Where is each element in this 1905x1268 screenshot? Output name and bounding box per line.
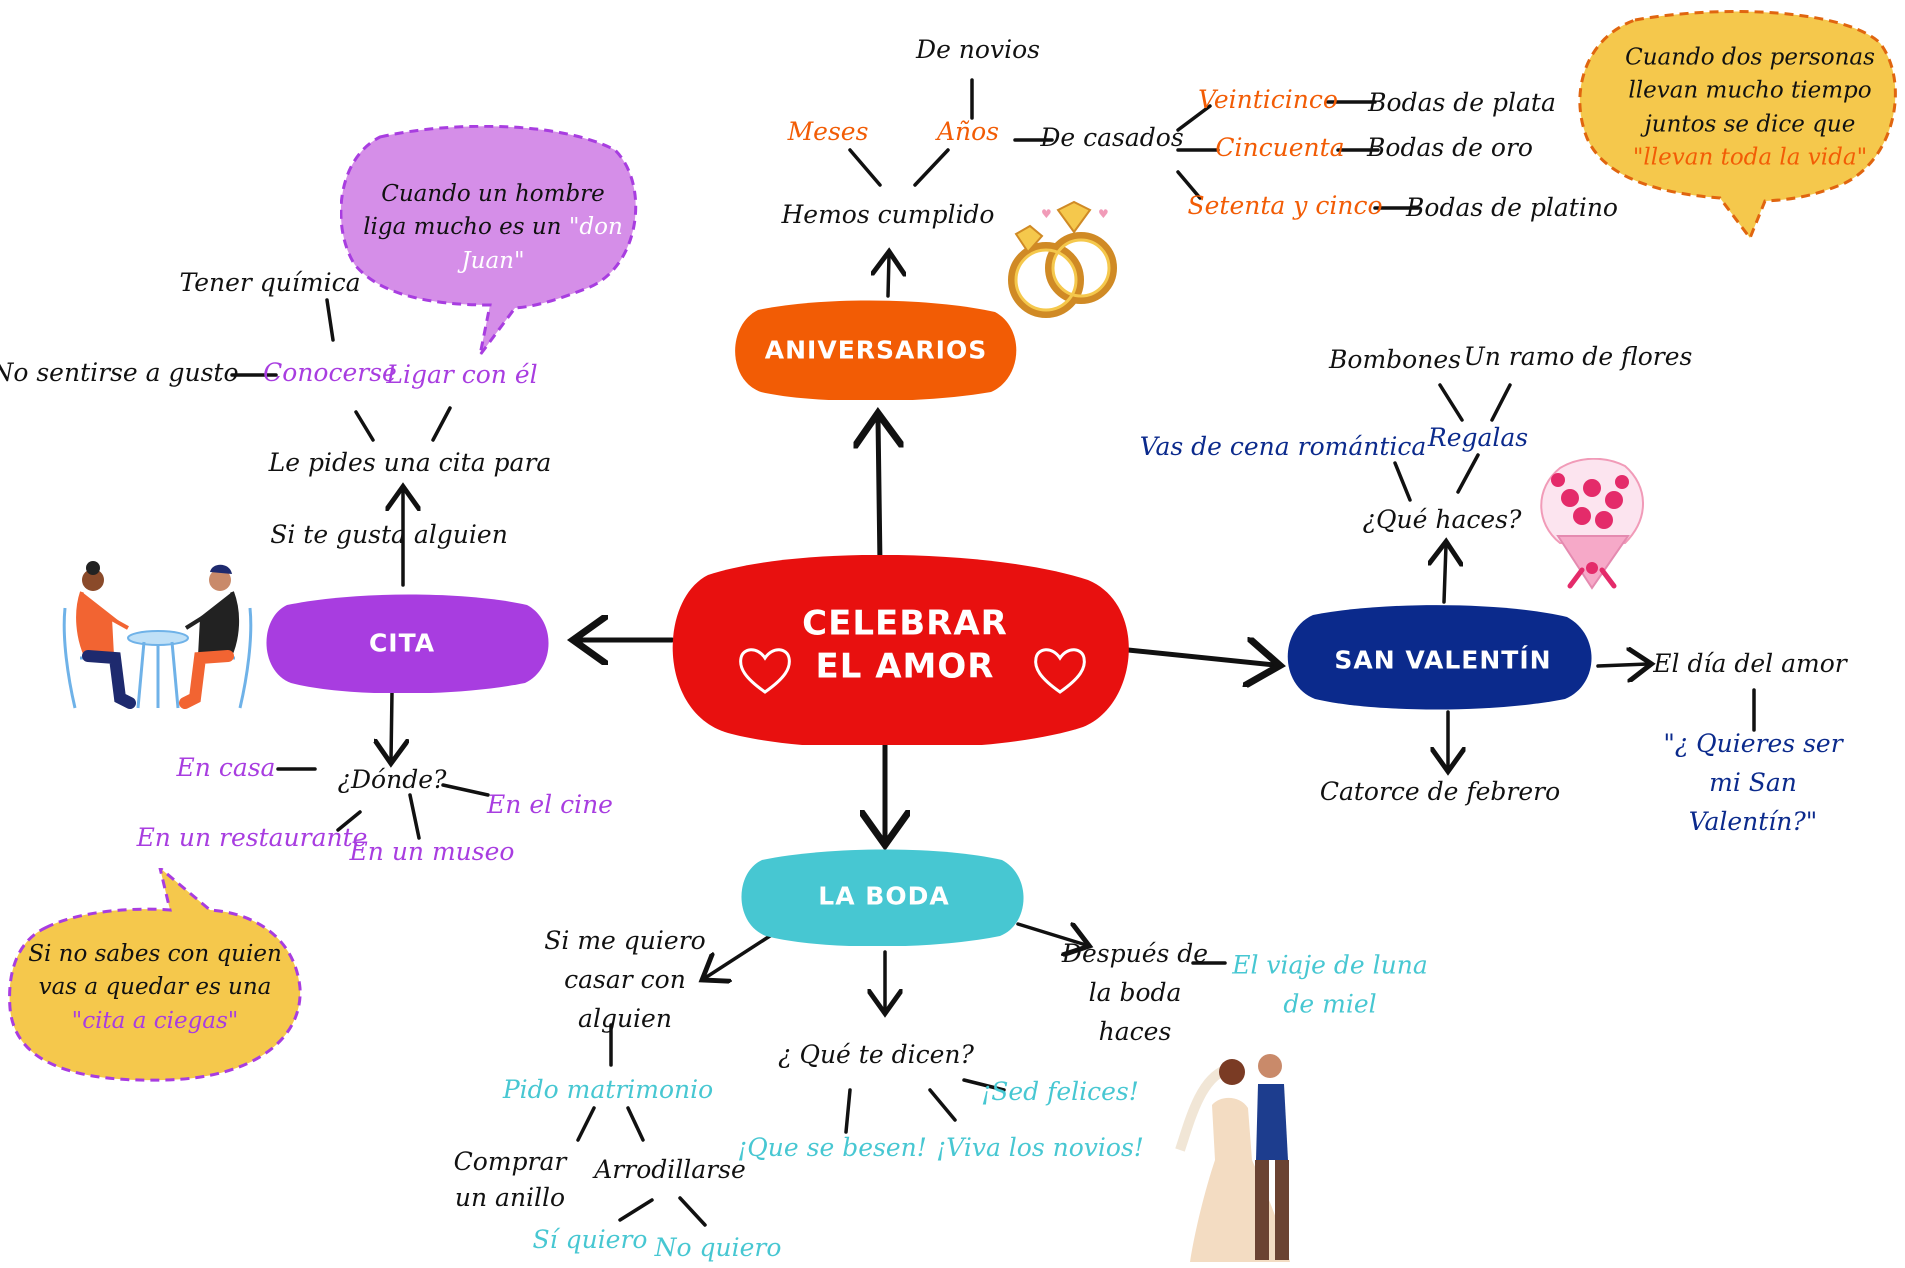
de-casados-label: De casados [1040,123,1184,152]
cita-blob-shape [266,594,549,693]
toda-la-vida-bubble-shape [1578,10,1897,240]
center-blob-shape [672,555,1129,745]
don-juan-bubble: Cuando un hombre liga mucho es un "don J… [363,180,623,274]
si-te-gusta-label: Si te gusta alguien [270,520,508,549]
bombones-label: Bombones [1329,345,1461,374]
de-novios-label: De novios [916,35,1040,64]
no-quiero-label: No quiero [654,1233,782,1262]
arrodillarse-label: Arrodillarse [594,1155,746,1184]
hemos-cumplido-label: Hemos cumplido [781,200,995,229]
comprar-anillo-label: Comprar un anillo [453,1146,567,1212]
ramo-flores-label: Un ramo de flores [1463,342,1693,371]
en-el-cine-label: En el cine [487,790,613,819]
veinticinco-label: Veinticinco [1198,85,1338,114]
valentin-blob-shape [1287,605,1592,710]
cita-node: CITA [368,628,436,658]
boda-node: LA BODA [818,881,950,911]
anos-label: Años [936,117,1000,146]
boda-blob-shape [741,849,1024,946]
dia-del-amor-label: El día del amor [1653,649,1847,678]
heart-icon [739,648,791,694]
center-title: CELEBRAR EL AMOR [802,603,1008,687]
que-te-dicen-label: ¿ Qué te dicen? [778,1040,974,1069]
don-juan-bubble-shape [340,125,638,356]
svg-text:♥: ♥ [1041,207,1052,221]
donde-label: ¿Dónde? [337,765,447,794]
bodas-de-platino-label: Bodas de platino [1406,193,1618,222]
regalas-label: Regalas [1427,423,1529,452]
pido-matrimonio-label: Pido matrimonio [502,1075,714,1104]
conocerse-label: Conocerse [263,358,397,387]
si-quiero-label: Sí quiero [532,1225,648,1254]
cita-ciegas-bubble-shape [8,868,302,1082]
cita-ciegas-bubble: Si no sabes con quien vas a quedar es un… [28,940,282,1034]
bouquet-icon [1540,458,1644,590]
bodas-de-oro-label: Bodas de oro [1367,133,1533,162]
ligar-label: Ligar con él [386,360,538,389]
en-un-restaurante-label: En un restaurante [136,823,368,852]
le-pides-label: Le pides una cita para [268,448,552,477]
setenta-y-cinco-label: Setenta y cinco [1187,191,1383,220]
heart-icon [1034,648,1086,694]
valentin-node: SAN VALENTÍN [1334,645,1552,675]
catorce-febrero-label: Catorce de febrero [1319,777,1561,806]
viva-los-novios-label: ¡Viva los novios! [936,1133,1144,1162]
que-se-besen-label: ¡Que se besen! [737,1133,927,1162]
toda-la-vida-bubble: Cuando dos personas llevan mucho tiempo … [1625,44,1875,171]
meses-label: Meses [787,117,869,146]
aniversarios-node: ANIVERSARIOS [764,335,988,365]
couple-table-icon [62,561,253,709]
viaje-luna-miel-label: El viaje de luna de miel [1232,950,1428,1018]
que-haces-label: ¿Qué haces? [1362,505,1522,534]
quieres-ser-label: "¿ Quieres ser mi San Valentín?" [1663,728,1843,836]
no-sentirse-label: No sentirse a gusto [0,358,239,387]
en-casa-label: En casa [176,753,276,782]
cena-romantica-label: Vas de cena romántica [1139,432,1427,461]
aniversarios-blob-shape [735,300,1017,400]
rings-icon: ♥ ♥ [1008,200,1117,318]
tener-quimica-label: Tener química [179,268,361,297]
bodas-de-plata-label: Bodas de plata [1368,88,1556,117]
bride-groom-icon [1175,1054,1290,1262]
en-un-museo-label: En un museo [349,837,515,866]
sed-felices-label: ¡Sed felices! [981,1077,1139,1106]
cincuenta-label: Cincuenta [1215,133,1345,162]
casar-alguien-label: Si me quiero casar con alguien [544,925,706,1033]
svg-text:♥: ♥ [1098,207,1109,221]
despues-boda-label: Después de la boda haces [1061,938,1209,1046]
